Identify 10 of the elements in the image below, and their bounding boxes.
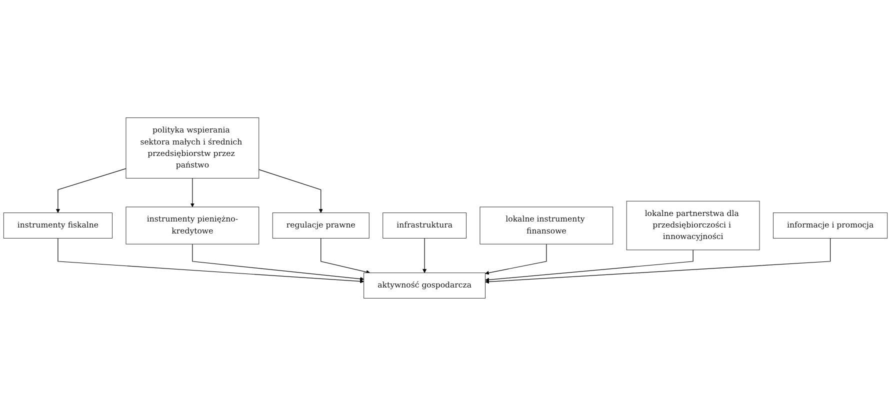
arrow xyxy=(190,178,194,208)
arrow xyxy=(485,244,547,275)
arrow xyxy=(258,169,323,213)
arrow xyxy=(422,238,427,274)
arrow xyxy=(192,244,364,281)
arrow xyxy=(485,250,694,282)
arrow xyxy=(320,238,370,274)
arrow xyxy=(485,238,831,284)
arrow xyxy=(56,168,126,213)
arrow xyxy=(58,238,364,284)
